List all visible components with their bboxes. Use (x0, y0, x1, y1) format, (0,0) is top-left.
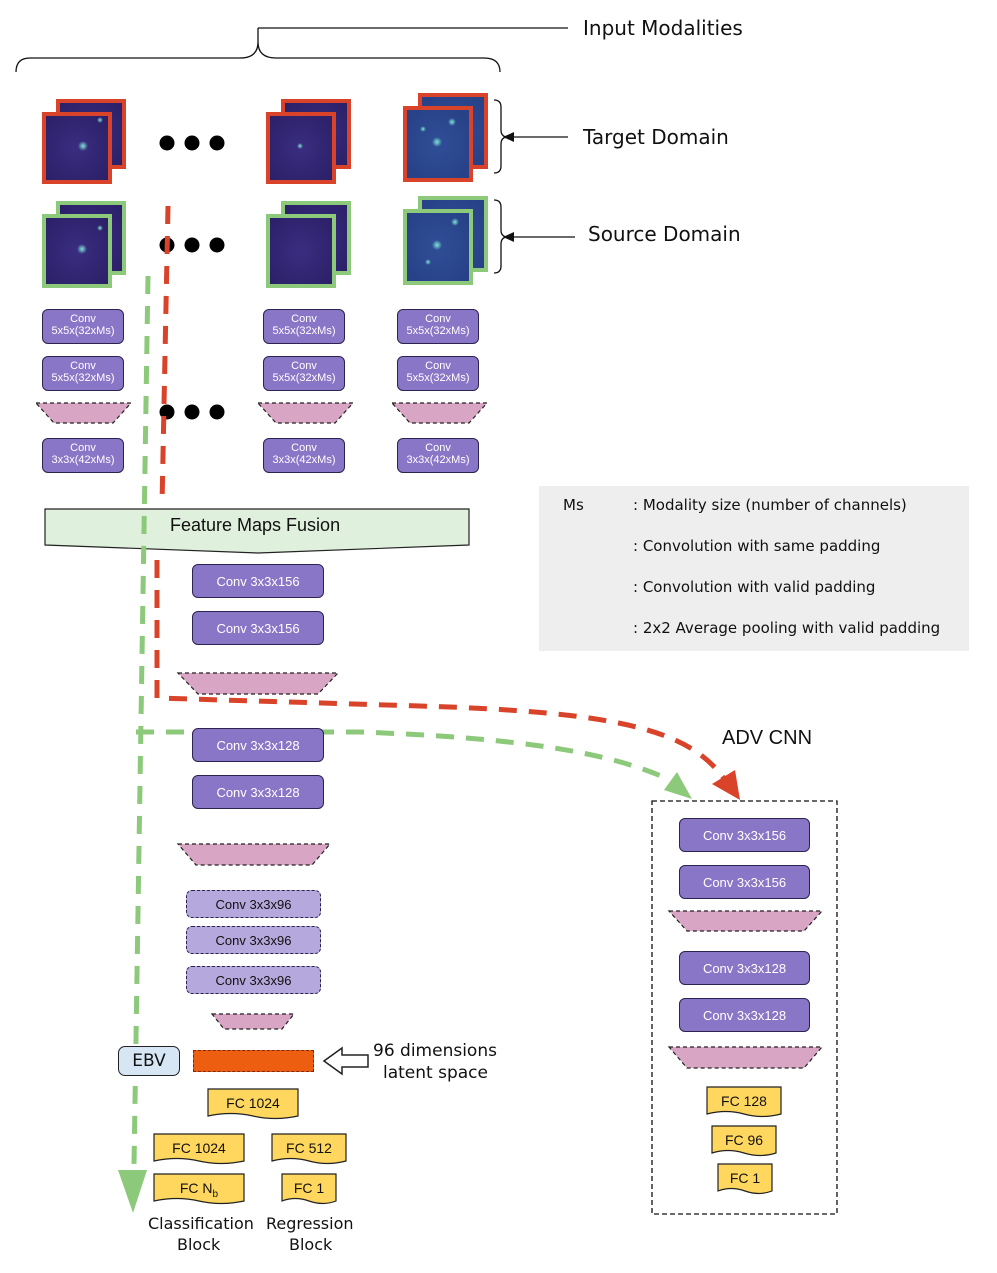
legend-ms-desc: : Modality size (number of channels) (633, 496, 907, 514)
green-source-path (131, 275, 672, 1166)
latent-label-line2: latent space (383, 1063, 488, 1083)
source-images (42, 196, 488, 288)
fusion-label: Feature Maps Fusion (170, 515, 341, 535)
adv-fc96: FC 96 (711, 1125, 777, 1159)
regression-label-1: Regression (266, 1214, 354, 1233)
trunk-conv96-3: Conv 3x3x96 (186, 966, 321, 994)
red-adversarial-path (154, 205, 728, 782)
classification-label-1: Classification (148, 1214, 254, 1233)
adv-fc128: FC 128 (706, 1086, 782, 1120)
fc-nb-main: FC N (179, 1180, 213, 1196)
regression-label-2: Block (289, 1235, 333, 1254)
adv-conv156-1: Conv 3x3x156 (679, 818, 810, 852)
ellipsis-dots (159, 135, 225, 420)
adv-cnn-box (651, 800, 838, 1215)
source-domain-label: Source Domain (588, 222, 741, 246)
input-modalities-label: Input Modalities (583, 16, 743, 40)
latent-space-bar (193, 1050, 314, 1072)
latent-arrow (322, 1046, 369, 1076)
adv-conv128-2: Conv 3x3x128 (679, 998, 810, 1032)
trunk-conv156-2: Conv 3x3x156 (192, 611, 324, 645)
adv-cnn-title: ADV CNN (722, 727, 813, 749)
classification-label-2: Block (177, 1235, 221, 1254)
adv-fc1: FC 1 (717, 1163, 773, 1197)
input-brace (15, 27, 568, 73)
trunk-conv96-1: Conv 3x3x96 (186, 890, 321, 918)
pooling-layers (34, 402, 824, 1069)
fc1-regression: FC 1 (281, 1173, 337, 1207)
trunk-conv156-1: Conv 3x3x156 (192, 564, 324, 598)
trunk-conv128-1: Conv 3x3x128 (192, 728, 324, 762)
fc-nb-sub: b (212, 1188, 219, 1200)
latent-label-line1: 96 dimensions (373, 1041, 497, 1061)
trunk-conv128-2: Conv 3x3x128 (192, 775, 324, 809)
legend-same-desc: : Convolution with same padding (633, 537, 881, 555)
legend-pool-desc: : 2x2 Average pooling with valid padding (633, 619, 941, 637)
trunk-conv96-2: Conv 3x3x96 (186, 926, 321, 954)
fc1024-classification: FC 1024 (153, 1133, 245, 1167)
fc512: FC 512 (271, 1133, 347, 1167)
domain-brackets (493, 99, 575, 274)
target-images (42, 93, 488, 184)
fc1024-top: FC 1024 (207, 1088, 299, 1122)
adv-conv128-1: Conv 3x3x128 (679, 951, 810, 985)
ebv-box: EBV (118, 1046, 180, 1076)
fc-nb: FC Nb (153, 1173, 245, 1207)
fusion-banner (44, 508, 470, 554)
adv-conv156-2: Conv 3x3x156 (679, 865, 810, 899)
legend-valid-desc: : Convolution with valid padding (633, 578, 876, 596)
target-domain-label: Target Domain (583, 125, 729, 149)
legend-ms-key: Ms (563, 496, 584, 514)
legend-panel: Ms : Modality size (number of channels) … (539, 486, 969, 651)
